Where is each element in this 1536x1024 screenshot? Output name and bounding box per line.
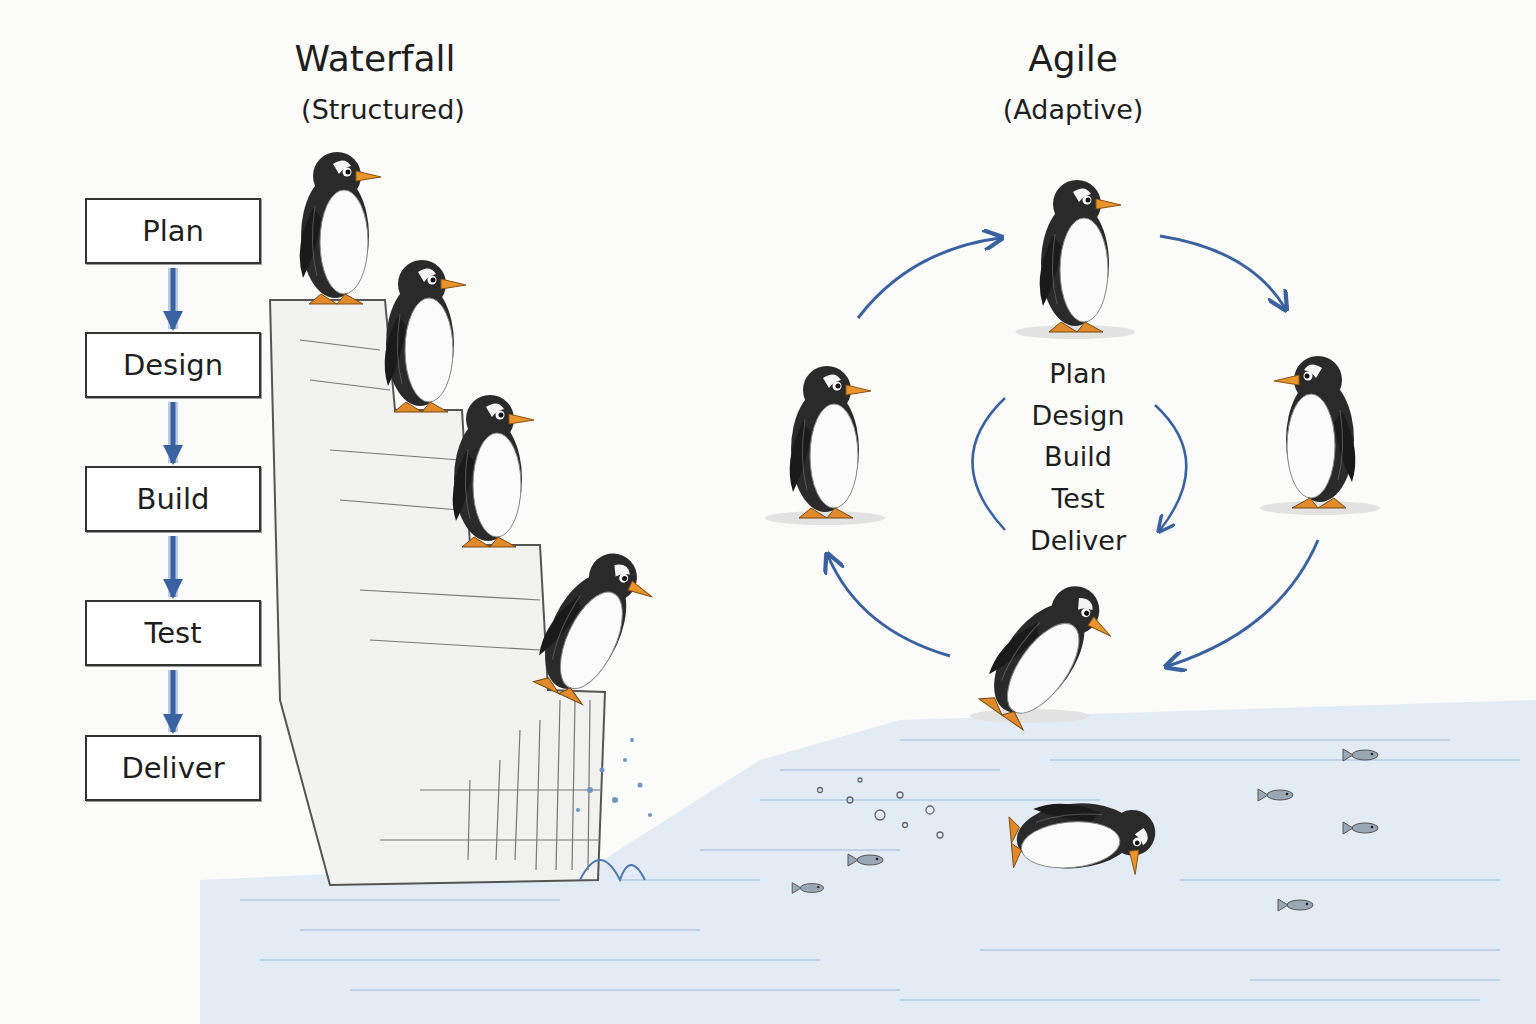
box-label: Deliver — [111, 751, 234, 785]
process-box: Build — [85, 466, 261, 532]
penguin — [790, 366, 871, 518]
process-box: Plan — [85, 198, 261, 264]
arrow-shadow — [168, 402, 178, 463]
box-label: Build — [127, 482, 220, 516]
arrow-line — [171, 402, 176, 463]
fish — [792, 749, 1378, 911]
penguin — [453, 395, 534, 547]
process-box: Test — [85, 600, 261, 666]
cycle-step: Deliver — [1030, 525, 1126, 556]
penguin — [300, 152, 381, 304]
penguin — [1274, 356, 1355, 508]
flow-arrow — [173, 402, 174, 463]
splash — [576, 738, 652, 880]
penguin-swimming — [1008, 795, 1159, 885]
cycle-step: Plan — [1049, 358, 1106, 389]
arrow-line — [171, 670, 176, 732]
process-box: Deliver — [85, 735, 261, 801]
cliff-hatching — [300, 340, 600, 870]
penguin — [1040, 180, 1121, 332]
penguin — [385, 260, 466, 412]
cycle-step: Design — [1031, 400, 1124, 431]
section-subheading: (Structured) — [301, 94, 465, 125]
flow-arrow — [173, 536, 174, 597]
flow-arrow — [173, 670, 174, 732]
cycle-step: Build — [1044, 441, 1112, 472]
box-label: Design — [113, 348, 233, 382]
arrow-line — [171, 268, 176, 329]
arrow-shadow — [168, 268, 178, 329]
inner-cycle-arc — [973, 398, 1187, 530]
section-heading: Agile — [1028, 38, 1118, 79]
box-label: Test — [134, 616, 211, 650]
section-subheading: (Adaptive) — [1003, 94, 1144, 125]
penguin-diving — [525, 540, 663, 712]
process-box: Design — [85, 332, 261, 398]
penguin-diving — [971, 569, 1125, 740]
section-heading: Waterfall — [294, 38, 455, 79]
arrow-shadow — [168, 670, 178, 732]
arrow-shadow — [168, 536, 178, 597]
cycle-step: Test — [1051, 483, 1104, 514]
arrow-line — [171, 536, 176, 597]
flow-arrow — [173, 268, 174, 329]
bubbles — [818, 778, 944, 838]
box-label: Plan — [132, 214, 214, 248]
